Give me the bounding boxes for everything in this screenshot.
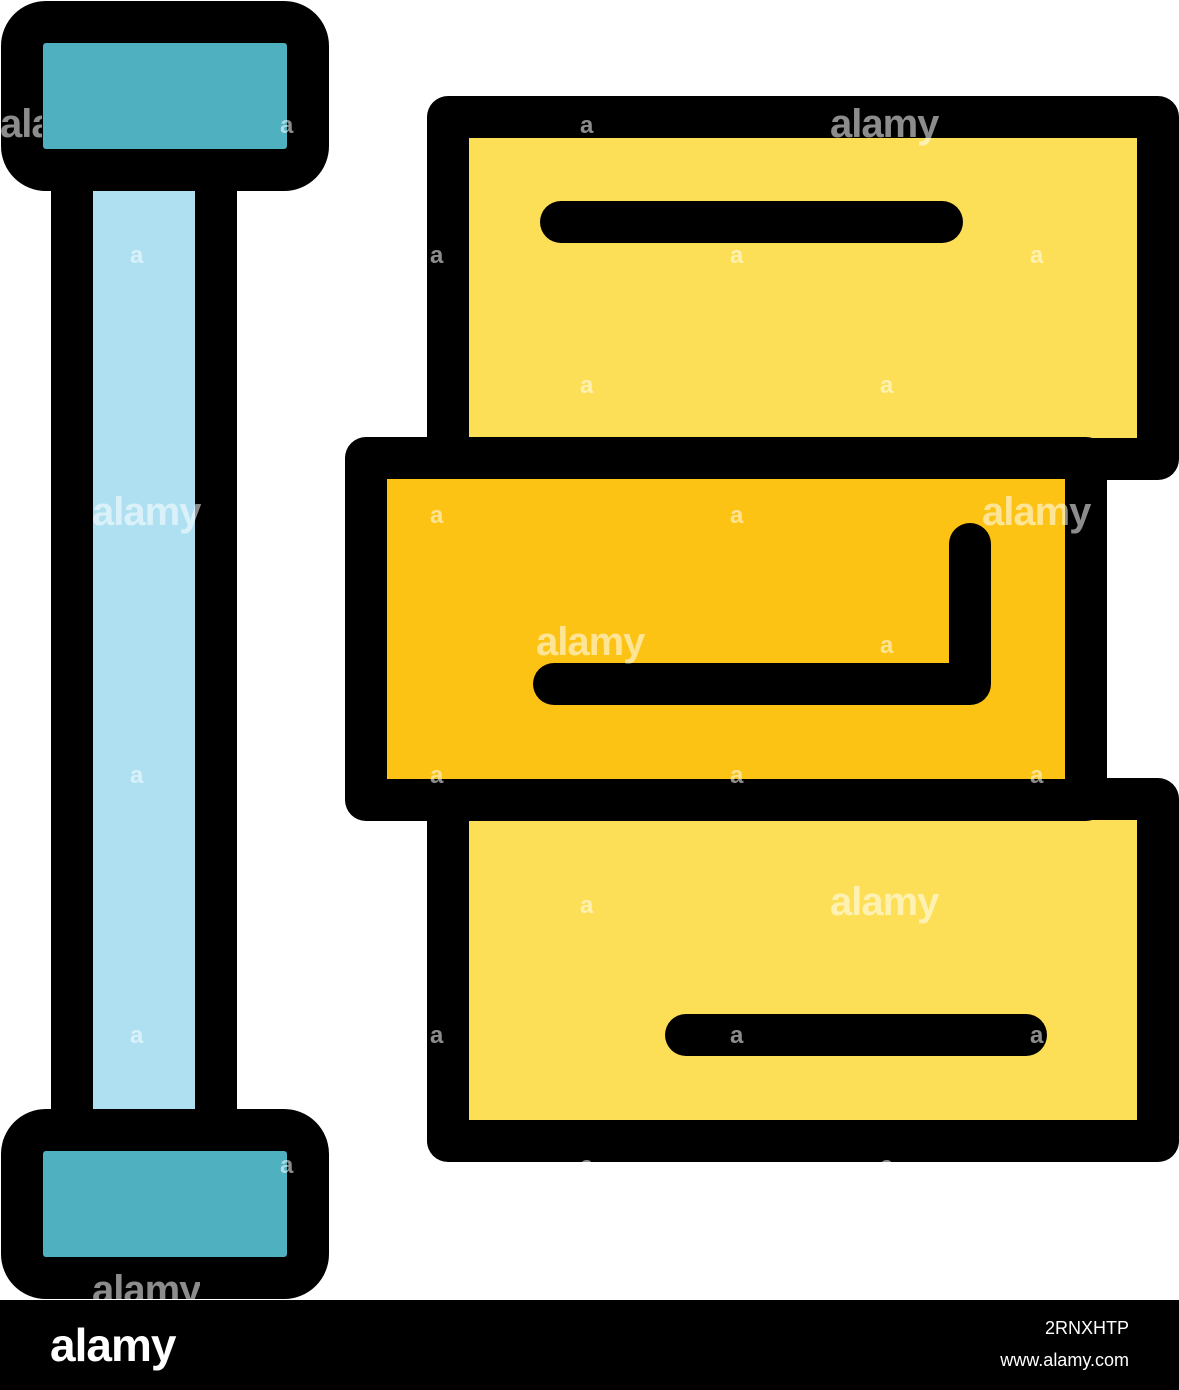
bottom-box <box>427 778 1179 1162</box>
image-id: 2RNXHTP <box>1044 1318 1129 1338</box>
footer-url: www.alamy.com <box>1000 1350 1129 1370</box>
middle-box-hook-line <box>533 523 991 705</box>
handle-top-cap <box>1 1 329 191</box>
handle-bottom-cap <box>1 1109 329 1299</box>
stacked-boxes-with-handle-icon <box>1 1 1179 1299</box>
top-box <box>427 96 1179 480</box>
handle-bar <box>51 149 237 1151</box>
footer-bar: alamy 2RNXHTP www.alamy.com <box>0 1300 1179 1390</box>
footer-logo: alamy <box>50 1319 176 1371</box>
